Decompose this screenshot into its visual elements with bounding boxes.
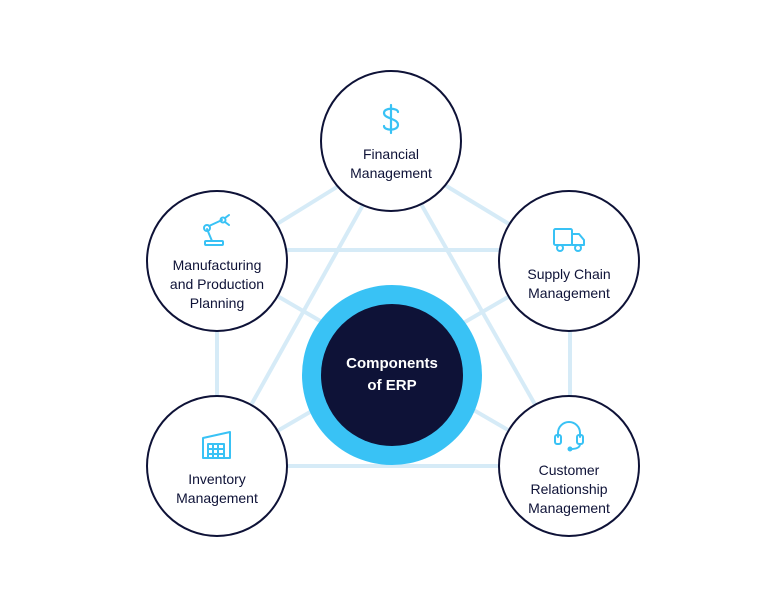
node-supply-chain-management: Supply Chain Management <box>498 190 640 332</box>
truck-icon <box>553 228 585 252</box>
center-label: Components of ERP <box>346 355 438 394</box>
node-label: Supply Chain Management <box>527 266 611 301</box>
node-label: Manufacturing and Production Planning <box>169 256 265 311</box>
node-financial-management: Financial Management <box>320 70 462 212</box>
node-label: Customer Relationship Management <box>528 461 610 516</box>
robot-arm-icon <box>203 213 230 246</box>
center-hub: Components of ERP <box>302 285 482 465</box>
center-core: Components of ERP <box>321 304 463 446</box>
node-inventory-management: Inventory Management <box>146 395 288 537</box>
node-customer-relationship-management: Customer Relationship Management <box>498 395 640 537</box>
headset-icon <box>554 420 584 451</box>
node-label: Inventory Management <box>176 471 258 506</box>
node-label: Financial Management <box>350 146 432 181</box>
node-manufacturing-production-planning: Manufacturing and Production Planning <box>146 190 288 332</box>
warehouse-icon <box>202 431 231 459</box>
dollar-icon <box>382 103 400 135</box>
